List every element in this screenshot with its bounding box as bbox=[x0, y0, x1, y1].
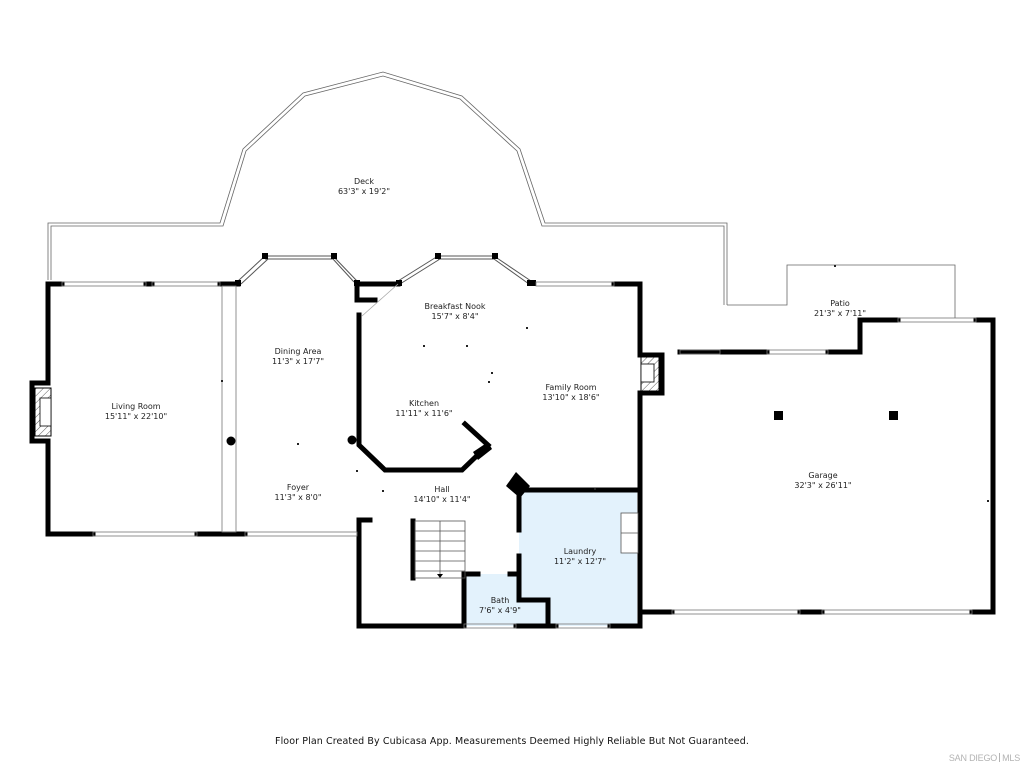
windows bbox=[61, 281, 977, 629]
stairs bbox=[414, 520, 466, 579]
walls bbox=[29, 281, 996, 629]
room-dimensions: 15'7" x 8'4" bbox=[431, 312, 479, 321]
room-dimensions: 14'10" x 11'4" bbox=[413, 495, 471, 504]
room-label-deck: Deck 63'3" x 19'2" bbox=[338, 177, 390, 197]
room-name: Foyer bbox=[286, 483, 310, 492]
room-name: Bath bbox=[490, 596, 510, 605]
deck-outline bbox=[47, 71, 728, 305]
brand-right: MLS bbox=[1002, 753, 1020, 763]
room-dimensions: 15'11" x 22'10" bbox=[104, 412, 168, 421]
room-dimensions: 11'3" x 17'7" bbox=[271, 357, 325, 366]
room-label-laundry: Laundry 11'2" x 12'7" bbox=[554, 547, 606, 567]
room-dimensions: 13'10" x 18'6" bbox=[542, 393, 600, 402]
disclaimer-text: Floor Plan Created By Cubicasa App. Meas… bbox=[275, 736, 749, 747]
room-name: Deck bbox=[353, 177, 375, 186]
brand-separator bbox=[999, 753, 1001, 762]
room-dimensions: 21'3" x 7'11" bbox=[813, 309, 867, 318]
room-name: Living Room bbox=[111, 402, 161, 411]
room-label-foyer: Foyer 11'3" x 8'0" bbox=[274, 483, 321, 503]
patio-outline bbox=[727, 264, 956, 318]
bay-windows bbox=[237, 255, 532, 285]
room-label-family-room: Family Room 13'10" x 18'6" bbox=[542, 383, 599, 403]
bath-fill bbox=[464, 574, 548, 626]
room-name: Kitchen bbox=[408, 399, 440, 408]
room-dimensions: 11'3" x 8'0" bbox=[274, 493, 322, 502]
room-label-hall: Hall 14'10" x 11'4" bbox=[413, 485, 470, 505]
room-dimensions: 63'3" x 19'2" bbox=[337, 187, 391, 196]
room-dimensions: 32'3" x 26'11" bbox=[794, 481, 852, 490]
brand-left: SAN DIEGO bbox=[948, 753, 998, 763]
room-label-dining-area: Dining Area 11'3" x 17'7" bbox=[272, 347, 324, 367]
room-name: Family Room bbox=[545, 383, 597, 392]
laundry-fill bbox=[519, 490, 637, 626]
room-label-patio: Patio 21'3" x 7'11" bbox=[814, 299, 866, 319]
room-name: Laundry bbox=[563, 547, 597, 556]
room-name: Hall bbox=[434, 485, 450, 494]
room-label-garage: Garage 32'3" x 26'11" bbox=[794, 471, 851, 491]
room-name: Patio bbox=[830, 299, 850, 308]
room-name: Dining Area bbox=[274, 347, 322, 356]
room-label-kitchen: Kitchen 11'11" x 11'6" bbox=[395, 399, 452, 419]
room-label-bath: Bath 7'6" x 4'9" bbox=[479, 596, 521, 616]
room-dimensions: 11'11" x 11'6" bbox=[395, 409, 453, 418]
room-dimensions: 7'6" x 4'9" bbox=[479, 606, 521, 615]
room-name: Garage bbox=[808, 471, 838, 480]
room-label-living-room: Living Room 15'11" x 22'10" bbox=[105, 402, 167, 422]
room-label-breakfast-nook: Breakfast Nook 15'7" x 8'4" bbox=[424, 302, 485, 322]
mls-brand-logo: SAN DIEGO MLS bbox=[949, 753, 1020, 763]
room-name: Breakfast Nook bbox=[424, 302, 486, 311]
room-dimensions: 11'2" x 12'7" bbox=[553, 557, 607, 566]
